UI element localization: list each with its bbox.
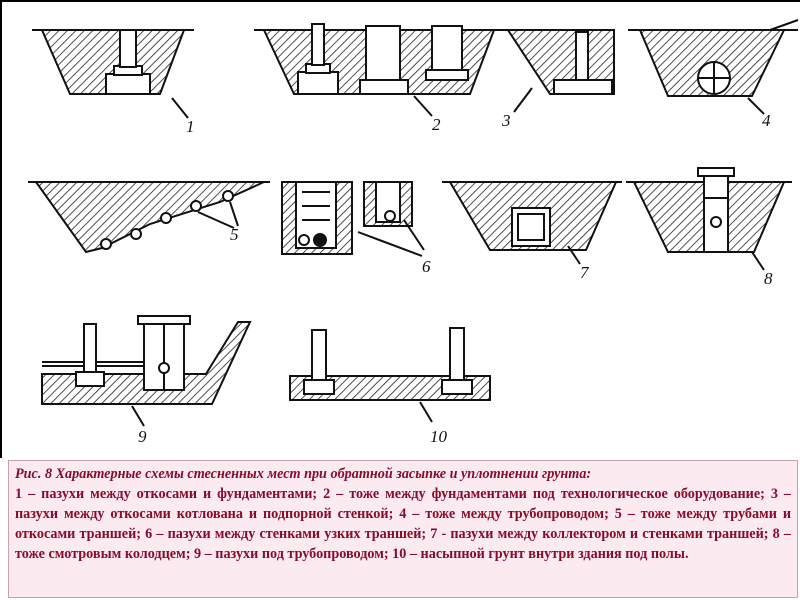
scheme-5: [28, 181, 270, 254]
scheme-label-2: 2: [432, 115, 441, 134]
scheme-3: [498, 29, 615, 113]
scheme-9: [41, 315, 252, 427]
scheme-label-8: 8: [764, 269, 773, 288]
scheme-label-7: 7: [580, 263, 590, 282]
diagram-figure: 1 2 3 4: [0, 0, 800, 458]
scheme-label-4: 4: [762, 111, 771, 130]
scheme-10: [289, 327, 491, 423]
scheme-label-1: 1: [186, 117, 195, 136]
backfill-schemes-drawing: 1 2 3 4: [28, 19, 799, 446]
scheme-label-6: 6: [422, 257, 431, 276]
scheme-7: [442, 181, 622, 265]
scheme-8: [626, 167, 792, 271]
scheme-2: [254, 23, 502, 117]
figure-caption: Рис. 8 Характерные схемы стесненных мест…: [8, 460, 798, 598]
scheme-label-10: 10: [430, 427, 448, 446]
scheme-6: [281, 181, 425, 257]
scheme-4: [628, 19, 799, 115]
scheme-label-3: 3: [501, 111, 511, 130]
scheme-1: [32, 29, 194, 119]
caption-title: Рис. 8 Характерные схемы стесненных мест…: [15, 466, 592, 482]
caption-body: 1 – пазухи между откосами и фундаментами…: [15, 486, 791, 562]
scheme-label-9: 9: [138, 427, 147, 446]
scheme-label-5: 5: [230, 225, 239, 244]
